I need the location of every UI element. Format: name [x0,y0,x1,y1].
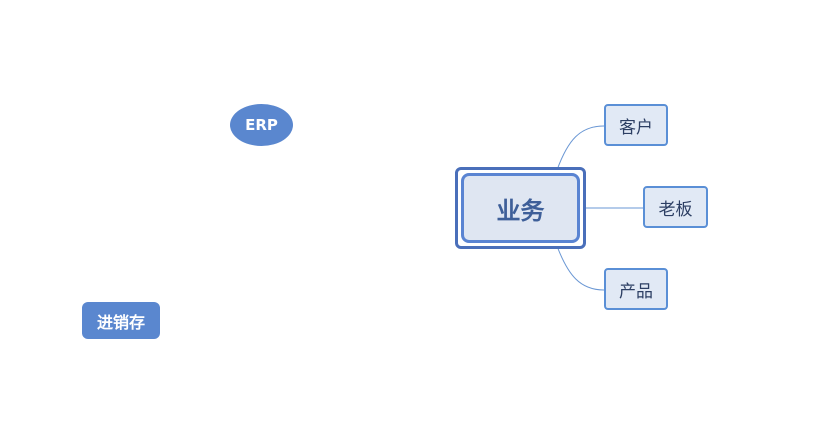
subtopic-laoban-label: 老板 [658,199,693,220]
subtopic-chanpin[interactable]: 产品 [604,268,668,310]
link-to-kehu [556,125,605,171]
subtopic-chanpin-label: 产品 [619,281,653,302]
central-topic-inner: 业务 [461,173,580,243]
link-to-chanpin [556,245,605,291]
central-topic[interactable]: 业务 [455,167,586,249]
subtopic-laoban[interactable]: 老板 [643,186,708,228]
topic-erp-label: ERP [245,116,278,134]
topic-jinxiaocun[interactable]: 进销存 [82,302,160,339]
topic-erp[interactable]: ERP [230,104,293,146]
central-topic-label: 业务 [496,196,545,225]
subtopic-kehu[interactable]: 客户 [604,104,668,146]
topic-jinxiaocun-label: 进销存 [96,312,145,332]
subtopic-kehu-label: 客户 [619,117,653,138]
